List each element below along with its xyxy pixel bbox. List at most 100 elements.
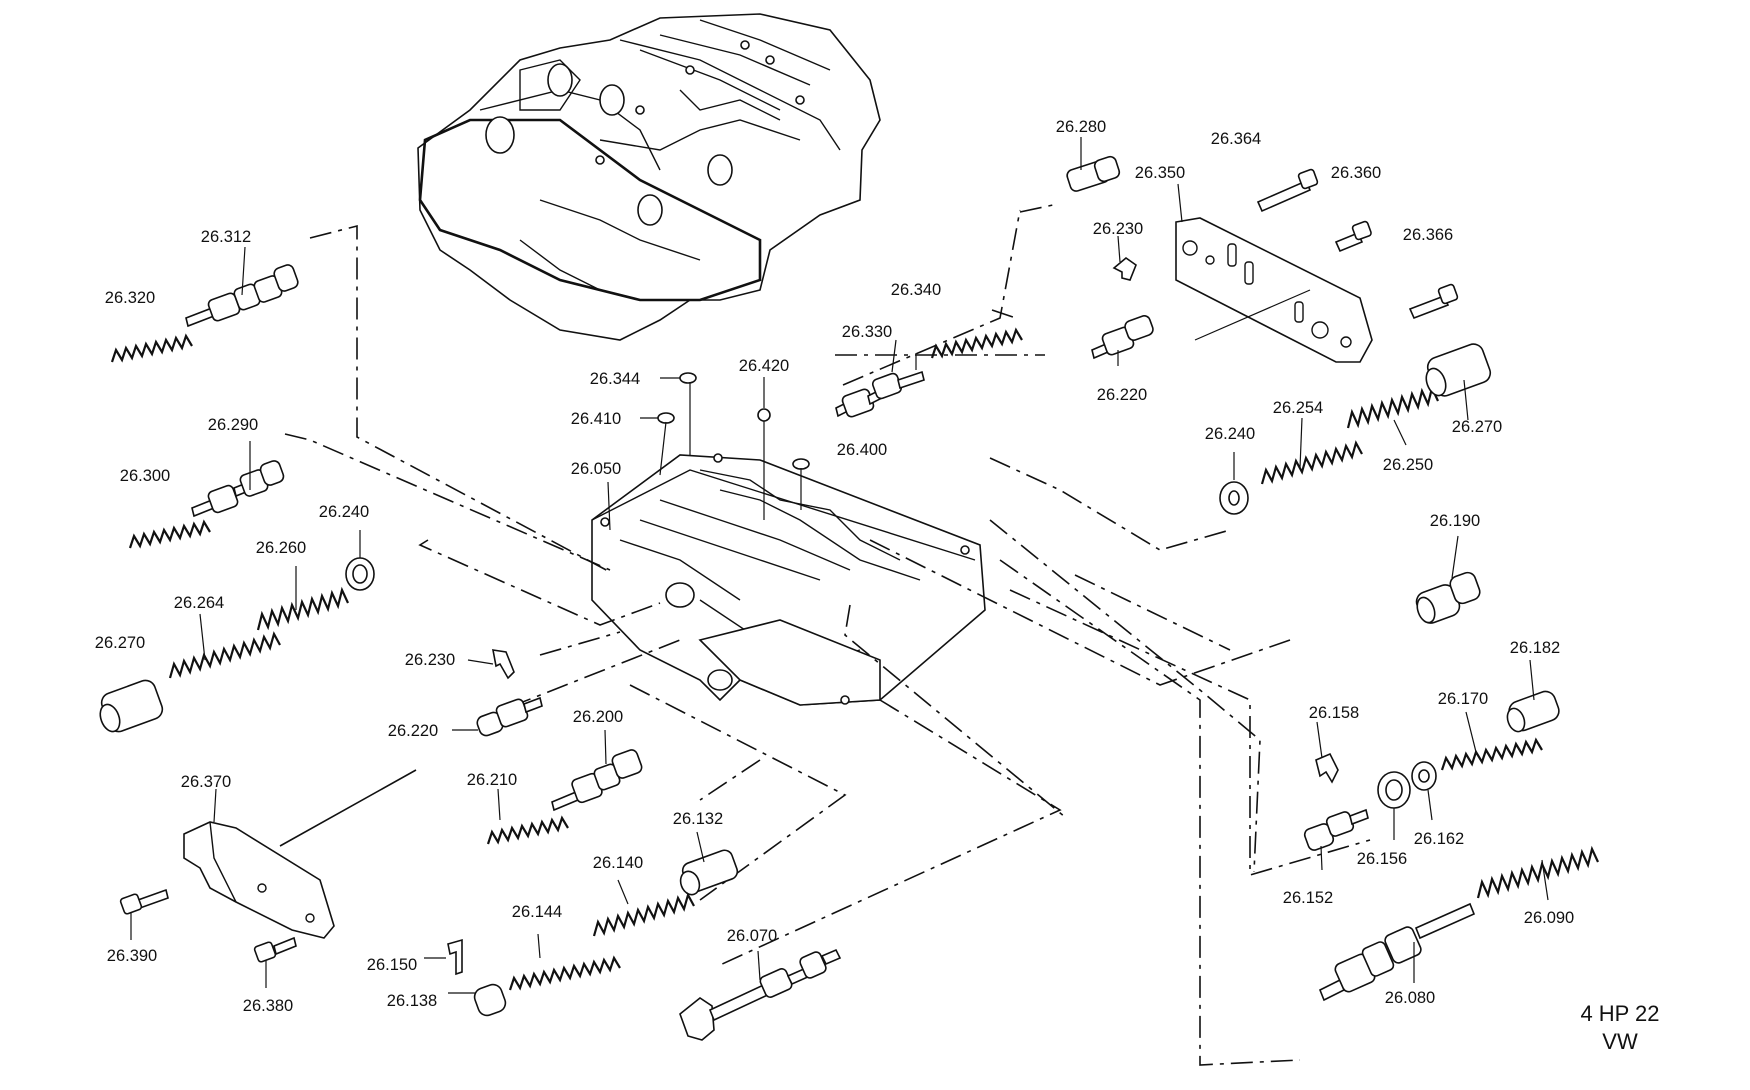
part-26260-spring — [256, 586, 349, 631]
label-26070: 26.070 — [727, 927, 777, 945]
part-26264-spring — [168, 631, 281, 679]
part-26420-ball — [757, 408, 771, 422]
label-26240-upper: 26.240 — [1205, 425, 1255, 443]
part-26410-washer — [657, 412, 675, 424]
label-26300: 26.300 — [120, 467, 170, 485]
part-26182 — [1506, 690, 1560, 733]
part-26250-spring — [1346, 384, 1439, 429]
valve-plate-26050 — [591, 453, 986, 706]
label-26190: 26.190 — [1430, 512, 1480, 530]
part-26158-clip — [1315, 752, 1339, 784]
label-26140: 26.140 — [593, 854, 643, 872]
leader-lines — [130, 137, 1549, 994]
part-26400-washer — [792, 458, 810, 470]
label-26254: 26.254 — [1273, 399, 1323, 417]
part-26170-spring — [1440, 737, 1543, 771]
label-26080: 26.080 — [1385, 989, 1435, 1007]
label-26312: 26.312 — [201, 228, 251, 246]
part-26162-ring — [1411, 761, 1437, 791]
label-26280: 26.280 — [1056, 118, 1106, 136]
label-26370: 26.370 — [181, 773, 231, 791]
part-26132 — [679, 849, 739, 896]
part-26220-lower — [476, 696, 543, 737]
part-26320-spring — [110, 333, 193, 363]
label-26344: 26.344 — [590, 370, 640, 388]
label-26360: 26.360 — [1331, 164, 1381, 182]
label-26230-upper: 26.230 — [1093, 220, 1143, 238]
label-26156: 26.156 — [1357, 850, 1407, 868]
label-26290: 26.290 — [208, 416, 258, 434]
part-26350 — [1175, 217, 1373, 363]
part-26230-lower — [492, 649, 515, 680]
label-26270-lower: 26.270 — [95, 634, 145, 652]
label-26270-upper: 26.270 — [1452, 418, 1502, 436]
label-26210: 26.210 — [467, 771, 517, 789]
part-26364 — [1256, 168, 1319, 213]
part-26144-spring — [508, 955, 621, 991]
label-26250: 26.250 — [1383, 456, 1433, 474]
part-26340-spring — [930, 327, 1023, 359]
part-26070 — [679, 948, 842, 1041]
part-26270-upper — [1425, 343, 1492, 397]
label-26162: 26.162 — [1414, 830, 1464, 848]
part-26200 — [551, 749, 643, 812]
label-26340: 26.340 — [891, 281, 941, 299]
valve-body-assembly — [417, 13, 881, 341]
label-26410: 26.410 — [571, 410, 621, 428]
part-26240-lower — [345, 557, 375, 591]
label-26400: 26.400 — [837, 441, 887, 459]
label-26420: 26.420 — [739, 357, 789, 375]
part-26190 — [1415, 571, 1481, 624]
caption-model: 4 HP 22 — [1580, 1001, 1659, 1026]
part-26254-spring — [1260, 440, 1363, 485]
part-26290 — [191, 460, 285, 518]
label-26158: 26.158 — [1309, 704, 1359, 722]
part-26156-ring — [1377, 771, 1411, 809]
label-26366: 26.366 — [1403, 226, 1453, 244]
part-26150-clip — [447, 938, 463, 976]
label-26132: 26.132 — [673, 810, 723, 828]
label-26220-upper: 26.220 — [1097, 386, 1147, 404]
label-26240-lower: 26.240 — [319, 503, 369, 521]
part-26240-upper — [1219, 481, 1249, 515]
parts — [99, 155, 1599, 1041]
part-26220-upper — [1091, 315, 1154, 360]
label-26380: 26.380 — [243, 997, 293, 1015]
part-26080 — [1318, 902, 1476, 1002]
part-26138-plug — [473, 983, 507, 1017]
caption-make: VW — [1602, 1029, 1638, 1054]
part-26280 — [1066, 155, 1121, 192]
part-26270-lower — [99, 679, 164, 733]
label-26050: 26.050 — [571, 460, 621, 478]
label-26220-lower: 26.220 — [388, 722, 438, 740]
label-26260: 26.260 — [256, 539, 306, 557]
part-26330 — [835, 370, 925, 418]
label-26150: 26.150 — [367, 956, 417, 974]
label-26364: 26.364 — [1211, 130, 1261, 148]
label-26152: 26.152 — [1283, 889, 1333, 907]
part-labels: 26.280 26.364 26.350 26.360 26.230 26.36… — [95, 118, 1574, 1015]
assembly-lines — [284, 204, 1371, 1066]
label-26144: 26.144 — [512, 903, 562, 921]
part-26344-washer — [679, 372, 697, 384]
part-26140-spring — [592, 892, 695, 937]
part-26390-bolt — [119, 888, 169, 915]
label-26138: 26.138 — [387, 992, 437, 1010]
part-26210-spring — [486, 815, 569, 845]
part-26366 — [1408, 283, 1459, 320]
label-26230-lower: 26.230 — [405, 651, 455, 669]
label-26350: 26.350 — [1135, 164, 1185, 182]
label-26390: 26.390 — [107, 947, 157, 965]
part-26312 — [185, 264, 299, 328]
part-26360 — [1334, 220, 1372, 253]
label-26320: 26.320 — [105, 289, 155, 307]
label-26330: 26.330 — [842, 323, 892, 341]
part-26380-bolt — [253, 936, 297, 963]
label-26170: 26.170 — [1438, 690, 1488, 708]
part-26370-bracket — [183, 769, 417, 939]
part-26300-spring — [128, 519, 211, 549]
label-26090: 26.090 — [1524, 909, 1574, 927]
label-26182: 26.182 — [1510, 639, 1560, 657]
label-26264: 26.264 — [174, 594, 224, 612]
